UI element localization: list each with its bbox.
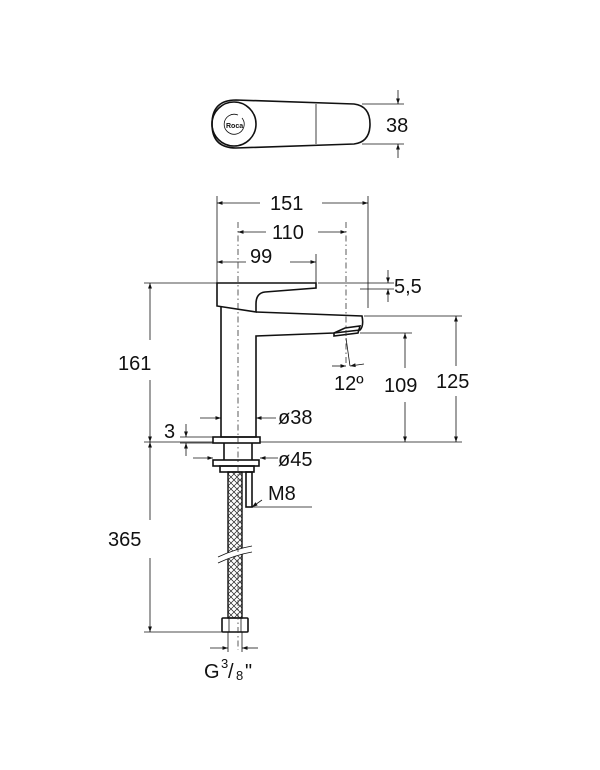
dim-angle-ray: [345, 337, 351, 367]
hose-break-line-1: [217, 545, 253, 558]
hose-connector: [221, 617, 249, 633]
dim-stud-thread: M8: [268, 483, 296, 505]
dim-overall-width: 151: [270, 193, 303, 215]
base-plate: [212, 436, 261, 444]
connection-slash: /: [228, 661, 234, 683]
hose-break-line-2: [217, 551, 253, 564]
dim-spout-top-height: 125: [436, 371, 469, 393]
hose-break-gap: [216, 546, 253, 563]
dim-outlet-height: 109: [384, 375, 417, 397]
connection-suffix: ": [245, 661, 252, 683]
top-width-label: 38: [386, 115, 408, 137]
faucet-front-view: [212, 222, 364, 650]
top-view-outline: [211, 99, 371, 149]
dimensions: 151 110 99 5,5 161 12º 109: [108, 193, 469, 683]
connection-denominator: 8: [236, 668, 243, 683]
dim-hose-length: 365: [108, 529, 141, 551]
dim-angle-arrow-right: [349, 363, 365, 368]
dim-flange-diameter: ø45: [278, 449, 312, 471]
dim-base-thickness: 3: [164, 421, 175, 443]
dim-connection-thread: G 3 / 8 ": [204, 656, 252, 683]
dim-body-diameter: ø38: [278, 407, 312, 429]
top-view-lever-arc: [223, 113, 245, 135]
dim-total-height: 161: [118, 353, 151, 375]
fixing-nut: [219, 465, 255, 473]
top-view-body-circle: [211, 101, 257, 147]
braided-hose: [227, 471, 243, 619]
top-view: Roca 38: [211, 90, 408, 158]
dim-spout-angle: 12º: [334, 373, 364, 395]
fixing-washer: [212, 459, 260, 467]
lever-handle: [216, 282, 317, 313]
dim-m8-arrow: [251, 499, 263, 508]
connection-prefix: G: [204, 661, 220, 683]
faucet-body: [220, 306, 364, 438]
threaded-stud: [245, 471, 253, 508]
dim-axis-to-spout: 110: [272, 222, 304, 244]
dim-handle-length: 99: [250, 246, 272, 268]
dim-handle-offset: 5,5: [394, 276, 422, 298]
logo-text: Roca: [226, 123, 243, 130]
connection-numerator: 3: [221, 656, 228, 671]
aerator: [333, 325, 362, 337]
